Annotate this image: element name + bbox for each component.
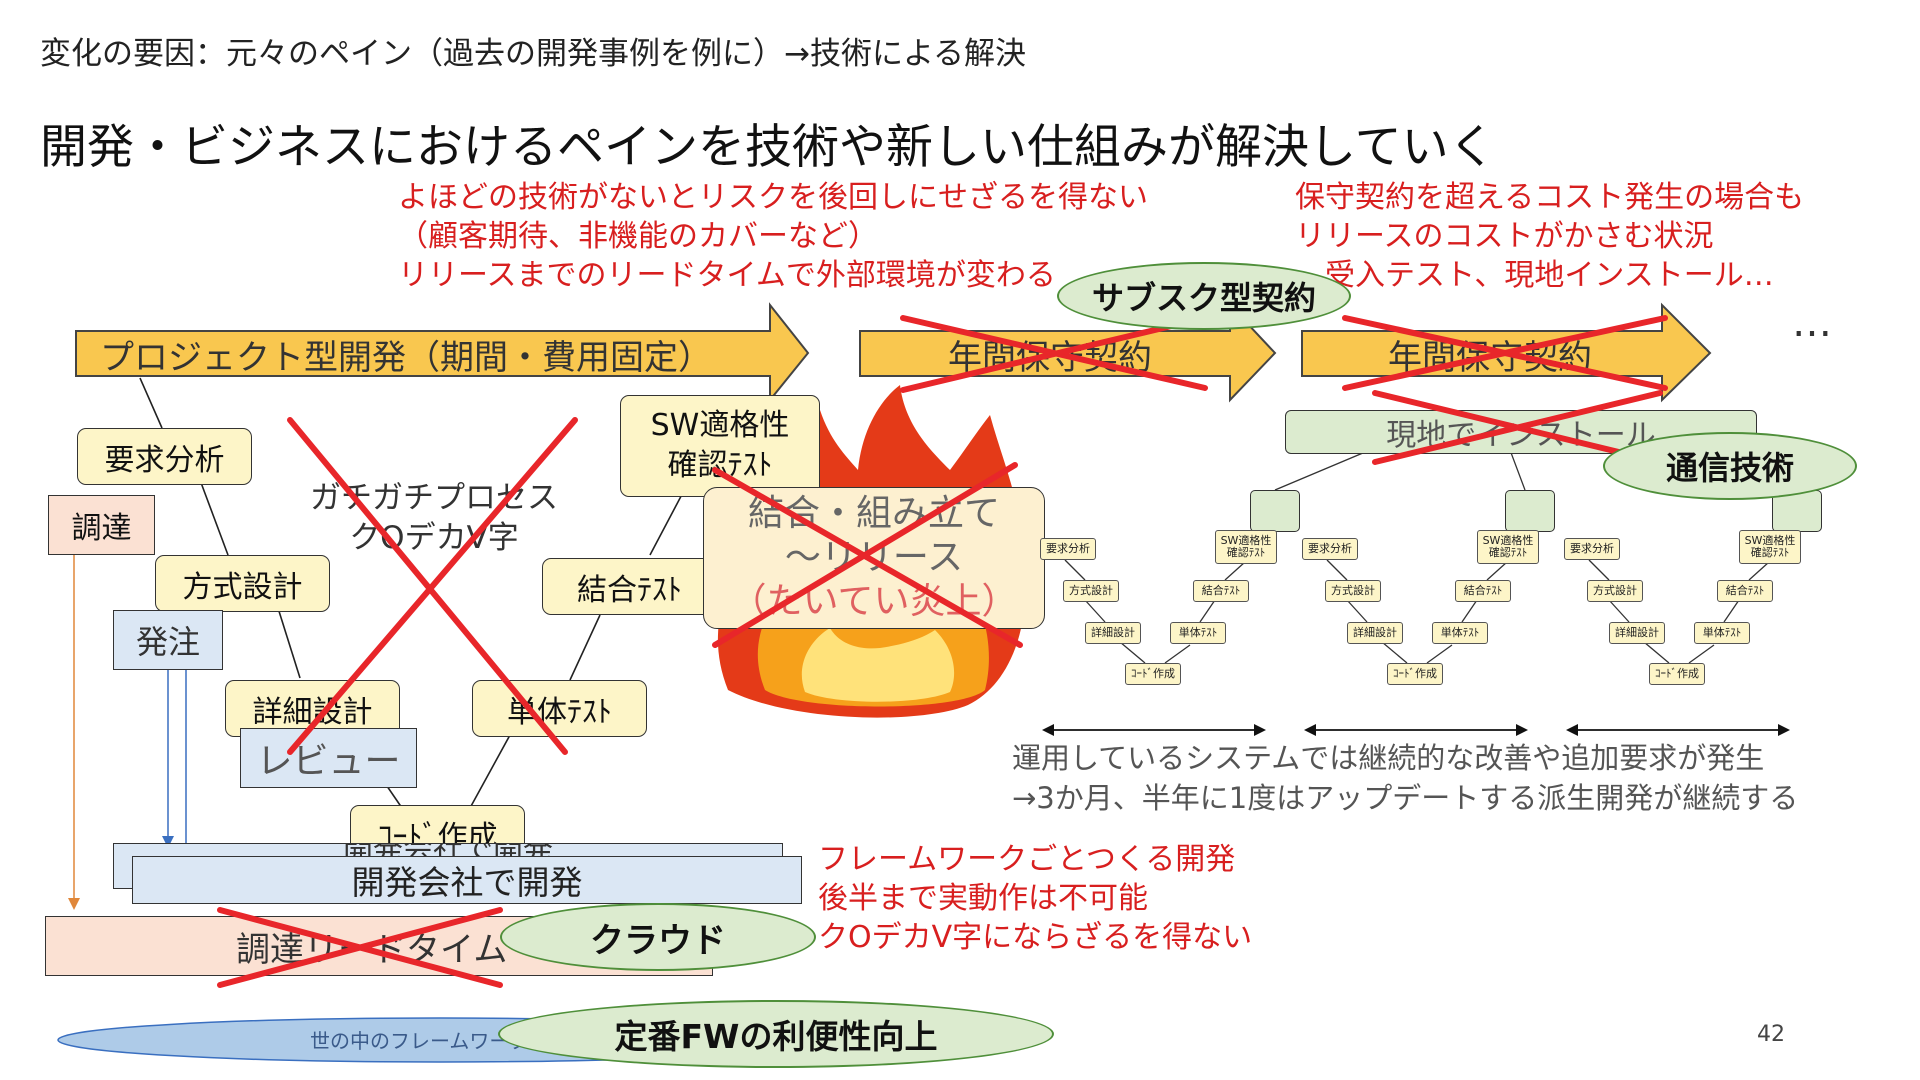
mini-integration-test: 結合ﾃｽﾄ — [1717, 580, 1773, 602]
note-line: 受入テスト、現地インストール… — [1295, 258, 1774, 293]
mini-detail-design: 詳細設計 — [1085, 622, 1141, 644]
mini-architecture: 方式設計 — [1063, 580, 1119, 602]
box-integration-test: 結合ﾃｽﾄ — [542, 558, 717, 615]
cross-vmodel-a — [287, 417, 568, 755]
note-line: （顧客期待、非機能のカバーなど） — [398, 219, 878, 254]
box-label: 要求分析 — [104, 442, 225, 478]
box-label: 発注 — [135, 623, 200, 661]
mini-requirements: 要求分析 — [1564, 538, 1620, 560]
box-label: ～リリース — [784, 537, 964, 578]
note-line: よほどの技術がないとリスクを後回しにせざるを得ない — [398, 180, 1148, 215]
note-line: リリースまでのリードタイムで外部環境が変わる — [398, 258, 1056, 293]
mini-architecture: 方式設計 — [1325, 580, 1381, 602]
ops-description: 運用しているシステムでは継続的な改善や追加要求が発生 →3か月、半年に1度はアッ… — [1012, 738, 1798, 818]
oval-label: 通信技術 — [1665, 449, 1794, 487]
ellipsis-label: … — [1792, 300, 1832, 346]
box-label: 調達 — [71, 511, 132, 546]
oval-label: サブスク型契約 — [1091, 279, 1316, 317]
mini-unit-test: 単体ﾃｽﾄ — [1170, 622, 1226, 644]
mini-architecture: 方式設計 — [1587, 580, 1643, 602]
mini-integration-test: 結合ﾃｽﾄ — [1193, 580, 1249, 602]
notes-top-right: 保守契約を超えるコスト発生の場合も リリースのコストがかさむ状況 受入テスト、現… — [1295, 178, 1804, 295]
box-unit-test: 単体ﾃｽﾄ — [472, 680, 647, 737]
cross-maint1-b — [900, 315, 1208, 393]
box-label: 結合ﾃｽﾄ — [577, 572, 682, 608]
cross-fire-a — [712, 467, 1023, 648]
cross-fire-b — [712, 462, 1018, 648]
box-procurement: 調達 — [48, 495, 155, 555]
mini-requirements: 要求分析 — [1040, 538, 1096, 560]
box-requirements: 要求分析 — [77, 428, 252, 485]
mini-integration-test: 結合ﾃｽﾄ — [1455, 580, 1511, 602]
cross-maint2-b — [1342, 315, 1668, 391]
note-line: クOデカV字にならざるを得ない — [818, 920, 1253, 955]
box-architecture: 方式設計 — [155, 555, 330, 612]
mini-sw-qualification: SW適格性確認ﾃｽﾄ — [1215, 530, 1277, 564]
mini-requirements: 要求分析 — [1302, 538, 1358, 560]
box-order: 発注 — [113, 610, 223, 670]
notes-top-left: よほどの技術がないとリスクを後回しにせざるを得ない （顧客期待、非機能のカバーな… — [398, 178, 1148, 295]
dev-company-box: 開発会社で開発 — [132, 856, 802, 904]
mini-unit-test: 単体ﾃｽﾄ — [1432, 622, 1488, 644]
box-label: 開発会社で開発 — [351, 863, 583, 902]
framework-label: 世の中のフレームワーク — [310, 1029, 530, 1053]
box-label: 方式設計 — [182, 569, 303, 605]
small-square — [1505, 490, 1555, 532]
mini-unit-test: 単体ﾃｽﾄ — [1694, 622, 1750, 644]
mini-coding: ｺｰﾄﾞ作成 — [1125, 663, 1181, 685]
page-number: 42 — [1757, 1022, 1785, 1047]
oval-label: 定番FWの利便性向上 — [614, 1017, 938, 1056]
oval-label: クラウド — [590, 920, 726, 961]
box-label: 確認ﾃｽﾄ — [667, 448, 773, 483]
cross-procure-b — [217, 907, 503, 988]
cross-install-b — [1372, 390, 1663, 465]
oval-cloud: クラウド — [500, 903, 816, 971]
mini-coding: ｺｰﾄﾞ作成 — [1387, 663, 1443, 685]
note-line: 保守契約を超えるコスト発生の場合も — [1295, 180, 1805, 215]
notes-bottom: フレームワークごとつくる開発 後半まで実動作は不可能 クOデカV字にならざるを得… — [818, 840, 1252, 957]
ops-line: 運用しているシステムでは継続的な改善や追加要求が発生 — [1012, 741, 1765, 775]
box-label: SW適格性 — [650, 408, 790, 443]
box-label: レビュー — [256, 741, 401, 782]
ops-line: →3か月、半年に1度はアップデートする派生開発が継続する — [1012, 781, 1799, 815]
project-arrow-shape — [75, 302, 810, 403]
oval-comm-tech: 通信技術 — [1603, 432, 1857, 500]
slide-title: 開発・ビジネスにおけるペインを技術や新しい仕組みが解決していく — [40, 120, 1496, 175]
mini-sw-qualification: SW適格性確認ﾃｽﾄ — [1477, 530, 1539, 564]
mini-detail-design: 詳細設計 — [1347, 622, 1403, 644]
oval-subscription: サブスク型契約 — [1057, 262, 1351, 330]
mini-sw-qualification: SW適格性確認ﾃｽﾄ — [1739, 530, 1801, 564]
note-line: リリースのコストがかさむ状況 — [1295, 219, 1714, 254]
project-arrow-label: プロジェクト型開発（期間・費用固定） — [100, 338, 712, 378]
cross-vmodel-b — [287, 417, 578, 755]
mini-coding: ｺｰﾄﾞ作成 — [1649, 663, 1705, 685]
note-line: 後半まで実動作は不可能 — [818, 881, 1148, 916]
oval-framework-convenience: 定番FWの利便性向上 — [498, 1000, 1054, 1068]
mini-detail-design: 詳細設計 — [1609, 622, 1665, 644]
note-line: フレームワークごとつくる開発 — [818, 842, 1236, 877]
box-review: レビュー — [240, 728, 417, 788]
section-heading: 変化の要因：元々のペイン（過去の開発事例を例に）→技術による解決 — [40, 36, 1027, 72]
